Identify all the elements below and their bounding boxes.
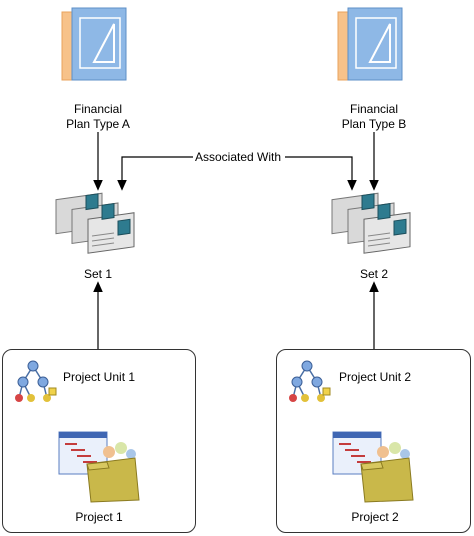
project-folder-icon — [332, 431, 414, 503]
project-unit2-box: Project Unit 2 Project 2 — [276, 349, 471, 533]
associated-with-connector — [117, 156, 193, 191]
project-folder-icon — [58, 431, 140, 503]
plan-type-b-line2: Plan Type B — [341, 117, 407, 131]
org-hierarchy-icon — [15, 360, 57, 402]
plan-type-b-line1: Financial — [349, 102, 399, 116]
plan-type-a-label: Financial Plan Type A — [48, 102, 148, 132]
project-unit1-box: Project Unit 1 Project 1 — [2, 349, 196, 533]
set2-label: Set 2 — [359, 267, 389, 281]
project1-label: Project 1 — [75, 510, 123, 524]
project-unit1-label: Project Unit 1 — [63, 370, 136, 384]
document-stack-icon — [55, 192, 135, 254]
project-unit2-label: Project Unit 2 — [339, 370, 412, 384]
associated-with-label: Associated With — [194, 150, 282, 164]
document-stack-icon — [331, 192, 411, 254]
set1-label: Set 1 — [83, 267, 113, 281]
triangle-document-icon — [61, 7, 127, 81]
triangle-document-icon — [337, 7, 403, 81]
plan-type-a-line2: Plan Type A — [66, 117, 130, 131]
org-hierarchy-icon — [289, 360, 331, 402]
project2-label: Project 2 — [351, 510, 399, 524]
plan-type-b-label: Financial Plan Type B — [324, 102, 424, 132]
associated-with-connector-right — [285, 156, 357, 191]
plan-type-a-line1: Financial — [73, 102, 123, 116]
